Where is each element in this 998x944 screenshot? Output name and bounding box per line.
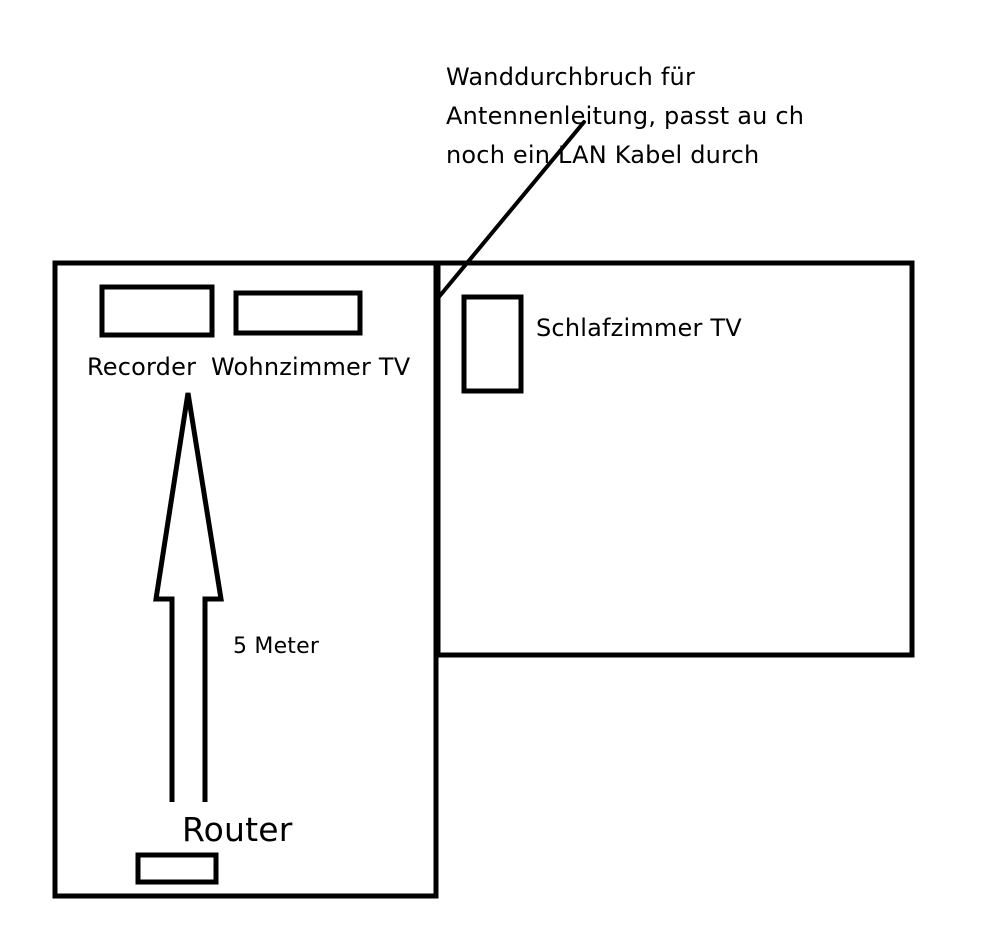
wall-opening-annotation: Wanddurchbruch für Antennenleitung, pass… [446, 63, 805, 169]
recorder-label: Recorder [87, 353, 197, 381]
living-room-tv-label: Wohnzimmer TV [211, 353, 411, 381]
living-room-tv-box [233, 290, 363, 336]
bedroom-outline [435, 260, 915, 658]
cable-route-arrow [153, 392, 224, 802]
router-label: Router [182, 810, 293, 849]
bedroom-tv-label: Schlafzimmer TV [536, 314, 742, 342]
wall-opening-pointer-line [436, 120, 586, 300]
distance-label: 5 Meter [233, 634, 320, 659]
recorder-box [99, 284, 215, 338]
router-box [135, 852, 219, 885]
bedroom-tv-box [461, 294, 524, 394]
